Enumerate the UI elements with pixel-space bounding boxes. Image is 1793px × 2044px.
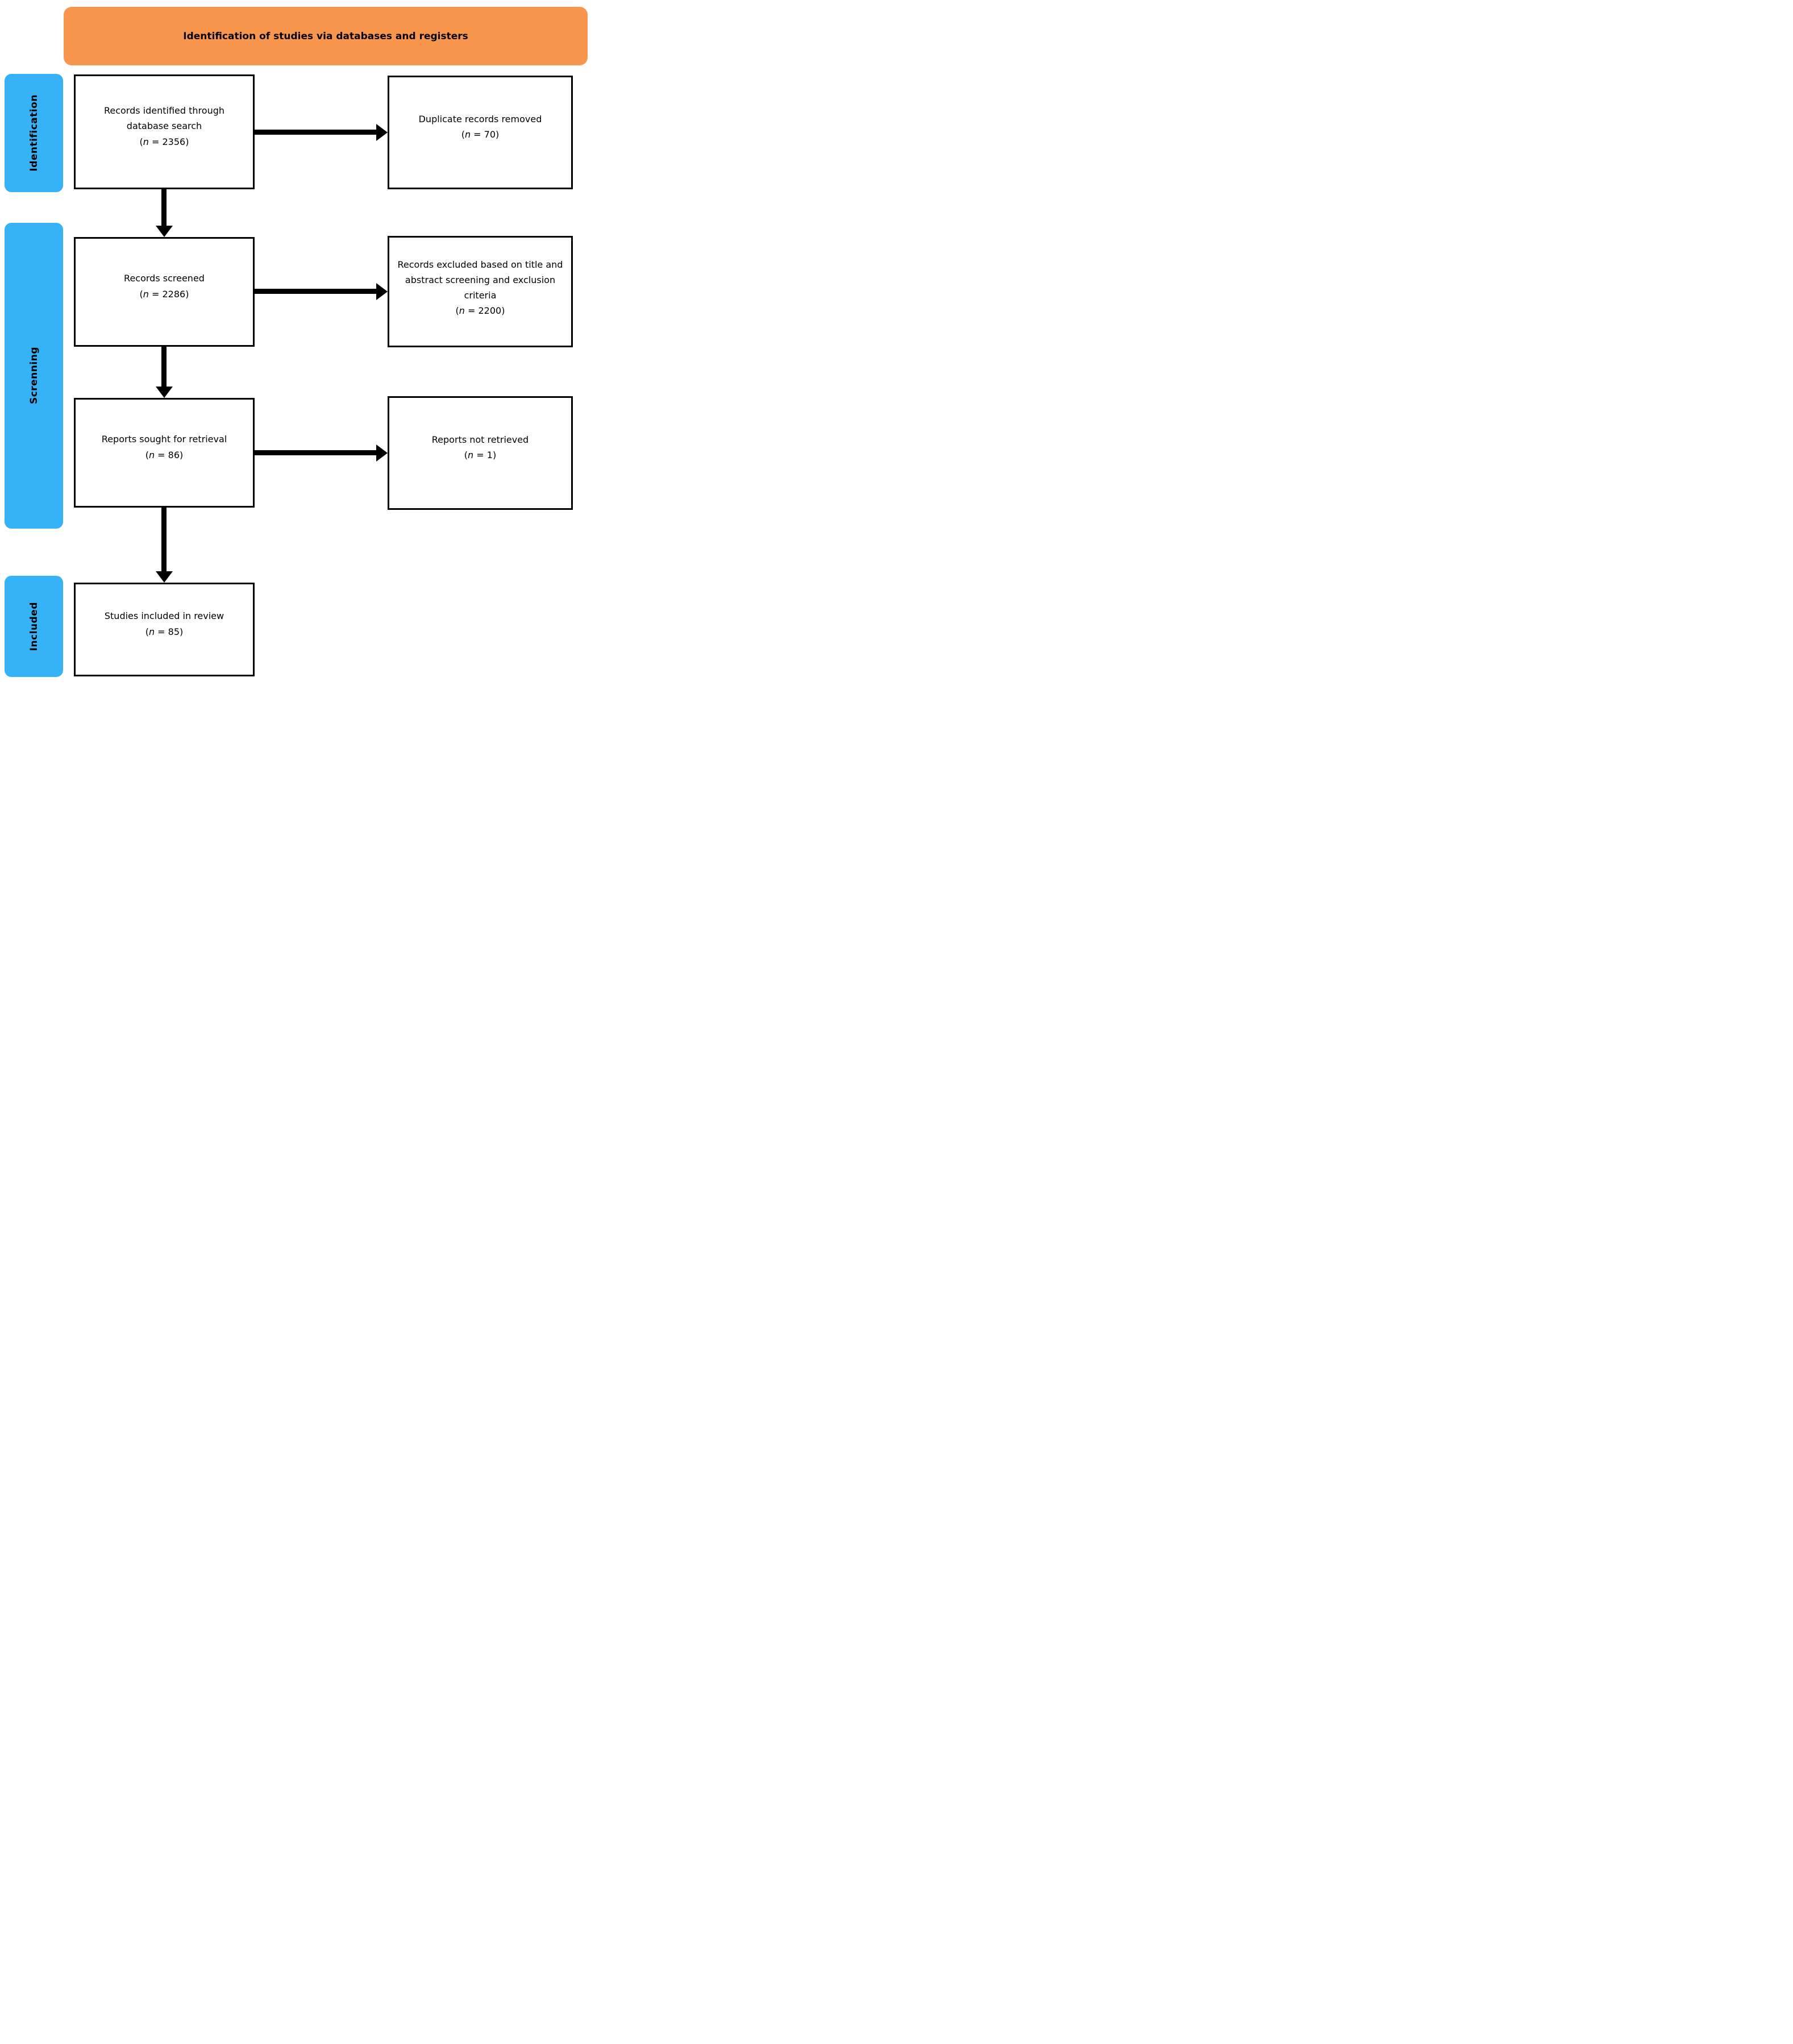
- stage-screening-label: Screnning: [28, 347, 40, 405]
- box-duplicates-removed: Duplicate records removed (n = 70): [388, 76, 573, 189]
- stage-included-label: Included: [28, 601, 40, 651]
- box-reports-not-retrieved-count: (n = 1): [464, 450, 497, 460]
- box-studies-included-text: Studies included in review: [104, 610, 224, 622]
- box-studies-included-count: (n = 85): [145, 626, 184, 637]
- header-banner: Identification of studies via databases …: [64, 7, 588, 65]
- arrow-down-2-shaft: [161, 347, 167, 387]
- stage-identification-label: Identification: [28, 94, 40, 172]
- box-reports-sought: Reports sought for retrieval (n = 86): [74, 398, 255, 508]
- stage-identification: Identification: [5, 74, 63, 192]
- arrow-right-2-head-icon: [376, 283, 388, 300]
- arrow-right-3-shaft: [255, 450, 376, 455]
- arrow-right-1-head-icon: [376, 124, 388, 141]
- box-records-excluded: Records excluded based on title and abst…: [388, 236, 573, 347]
- arrow-down-3-head-icon: [156, 571, 173, 583]
- arrow-down-1-shaft: [161, 189, 167, 226]
- arrow-down-3-shaft: [161, 508, 167, 571]
- stage-screening: Screnning: [5, 223, 63, 529]
- box-reports-not-retrieved-text: Reports not retrieved: [431, 434, 529, 445]
- arrow-right-3-head-icon: [376, 444, 388, 462]
- box-records-screened: Records screened (n = 2286): [74, 237, 255, 347]
- box-duplicates-removed-text: Duplicate records removed: [418, 113, 542, 124]
- box-records-excluded-count: (n = 2200): [455, 305, 505, 317]
- box-records-screened-count: (n = 2286): [139, 288, 189, 300]
- arrow-down-2-head-icon: [156, 387, 173, 398]
- box-records-identified: Records identified through database sear…: [74, 74, 255, 189]
- arrow-down-1-head-icon: [156, 226, 173, 237]
- box-records-identified-count: (n = 2356): [139, 136, 189, 147]
- arrow-right-2-shaft: [255, 289, 376, 294]
- box-reports-sought-text: Reports sought for retrieval: [101, 434, 227, 445]
- box-duplicates-removed-count: (n = 70): [461, 129, 500, 140]
- box-reports-sought-count: (n = 86): [145, 449, 184, 460]
- box-studies-included: Studies included in review (n = 85): [74, 583, 255, 676]
- box-records-screened-text: Records screened: [124, 273, 205, 284]
- box-records-identified-text: Records identified through database sear…: [103, 105, 225, 132]
- prisma-flow-diagram: Identification of studies via databases …: [0, 0, 598, 682]
- box-records-excluded-text: Records excluded based on title and abst…: [397, 259, 563, 301]
- stage-included: Included: [5, 576, 63, 677]
- box-reports-not-retrieved: Reports not retrieved (n = 1): [388, 396, 573, 510]
- arrow-right-1-shaft: [255, 130, 376, 135]
- header-title: Identification of studies via databases …: [183, 30, 468, 42]
